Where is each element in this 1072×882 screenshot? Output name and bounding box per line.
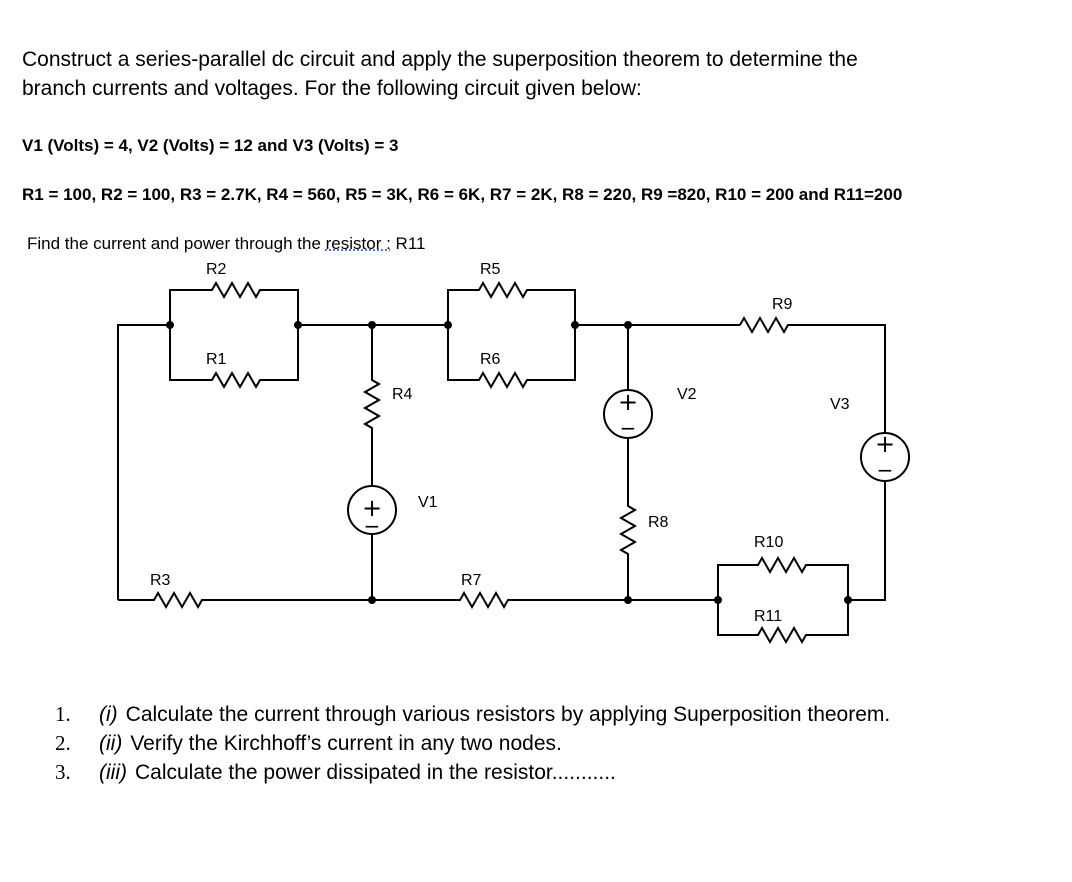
task-roman: (ii) xyxy=(99,732,123,755)
junction-dot xyxy=(444,321,452,329)
find-prefix: Find the current and power through the xyxy=(27,234,326,253)
r9-zigzag xyxy=(739,315,826,335)
v3-wire xyxy=(848,481,886,601)
wire-bottom-r7 xyxy=(372,590,718,610)
v2-r8-wire xyxy=(618,438,638,600)
junction-dot xyxy=(714,596,722,604)
task-number: 2. xyxy=(55,731,71,755)
task-item: 2. (ii) Verify the Kirchhoff’s current in … xyxy=(55,729,890,758)
r6-branch xyxy=(447,325,576,390)
find-statement: Find the current and power through the r… xyxy=(27,234,425,254)
v2-plus: + xyxy=(618,388,638,416)
task-item: 3. (iii) Calculate the power dissipated in… xyxy=(55,758,890,787)
circuit-diagram: + − + − + − R2 R1 R5 R6 R9 R4 V1 V2 V3 R… xyxy=(117,261,910,645)
v2-source-circle xyxy=(603,389,653,439)
label-r6: R6 xyxy=(480,351,501,368)
label-r11: R11 xyxy=(754,608,782,625)
junction-dot xyxy=(844,596,852,604)
task-text: Calculate the power dissipated in the re… xyxy=(134,761,616,784)
label-r7: R7 xyxy=(461,572,482,589)
v3-minus: − xyxy=(877,458,894,482)
label-v1: V1 xyxy=(418,494,438,511)
label-r10: R10 xyxy=(754,534,783,551)
v3-plus: + xyxy=(875,430,895,458)
junction-dot xyxy=(294,321,302,329)
r4-branch xyxy=(362,325,382,486)
voltage-values: V1 (Volts) = 4, V2 (Volts) = 12 and V3 (… xyxy=(22,136,399,155)
task-number: 1. xyxy=(55,702,71,726)
wire-top-right xyxy=(826,324,886,433)
find-suffix: R11 xyxy=(390,234,426,253)
task-number: 3. xyxy=(55,760,71,784)
wire-bottom-r3 xyxy=(118,590,372,610)
intro-line-1: Construct a series-parallel dc circuit a… xyxy=(22,48,858,71)
junction-dot xyxy=(368,321,376,329)
intro-line-2: branch currents and voltages. For the fo… xyxy=(22,77,642,100)
r10-branch xyxy=(717,555,849,600)
junction-dot xyxy=(368,596,376,604)
label-r3: R3 xyxy=(150,572,171,589)
label-v2: V2 xyxy=(677,386,697,403)
v1-minus: − xyxy=(364,514,381,538)
junction-dot xyxy=(624,596,632,604)
task-text: Calculate the current through various re… xyxy=(125,703,891,726)
v3-source-circle xyxy=(860,432,910,482)
task-roman: (i) xyxy=(99,703,118,726)
task-list: 1. (i) Calculate the current through vario… xyxy=(55,700,890,787)
label-r9: R9 xyxy=(772,296,793,313)
junction-dot xyxy=(166,321,174,329)
label-r5: R5 xyxy=(480,261,501,278)
v1-source-circle xyxy=(347,485,397,535)
task-text: Verify the Kirchhoff’s current in any tw… xyxy=(130,732,562,755)
wire-top-left xyxy=(117,324,170,600)
label-r1: R1 xyxy=(206,351,227,368)
junction-dot xyxy=(624,321,632,329)
r11-branch xyxy=(717,600,849,645)
r2-branch xyxy=(169,280,299,325)
v1-plus: + xyxy=(362,494,382,522)
junction-dots xyxy=(166,321,852,604)
find-underlined: resistor : xyxy=(325,234,391,253)
label-r8: R8 xyxy=(648,514,669,531)
task-item: 1. (i) Calculate the current through vario… xyxy=(55,700,890,729)
junction-dot xyxy=(571,321,579,329)
label-r2: R2 xyxy=(206,261,227,278)
v2-minus: − xyxy=(620,416,637,440)
r5-branch xyxy=(447,280,576,325)
resistor-values: R1 = 100, R2 = 100, R3 = 2.7K, R4 = 560,… xyxy=(22,185,903,204)
label-v3: V3 xyxy=(830,396,850,413)
task-roman: (iii) xyxy=(99,761,127,784)
label-r4: R4 xyxy=(392,386,413,403)
r1-branch xyxy=(169,325,299,390)
